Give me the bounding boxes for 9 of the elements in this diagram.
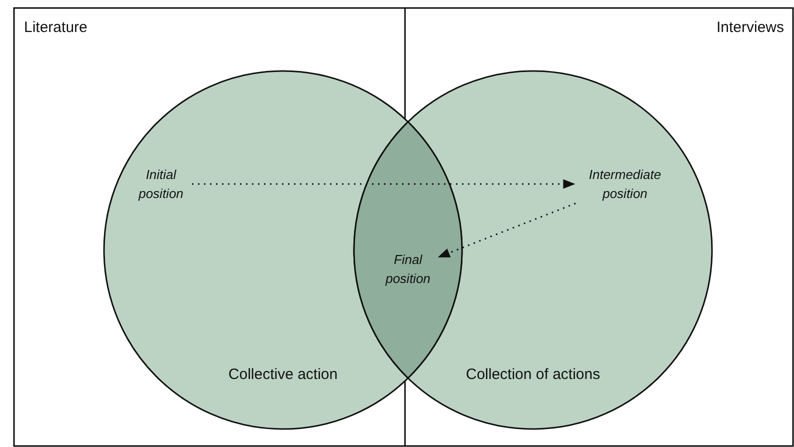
dotted-arrow: [438, 202, 576, 258]
position-label: Intermediate position: [575, 165, 675, 203]
circle-label: Collection of actions: [466, 366, 600, 383]
position-label: Initial position: [131, 165, 191, 203]
position-label: Final position: [378, 250, 438, 288]
dotted-arrow: [192, 179, 576, 189]
circle-label: Collective action: [228, 366, 338, 383]
column-heading: Literature: [24, 19, 88, 36]
column-heading: Interviews: [716, 19, 784, 36]
